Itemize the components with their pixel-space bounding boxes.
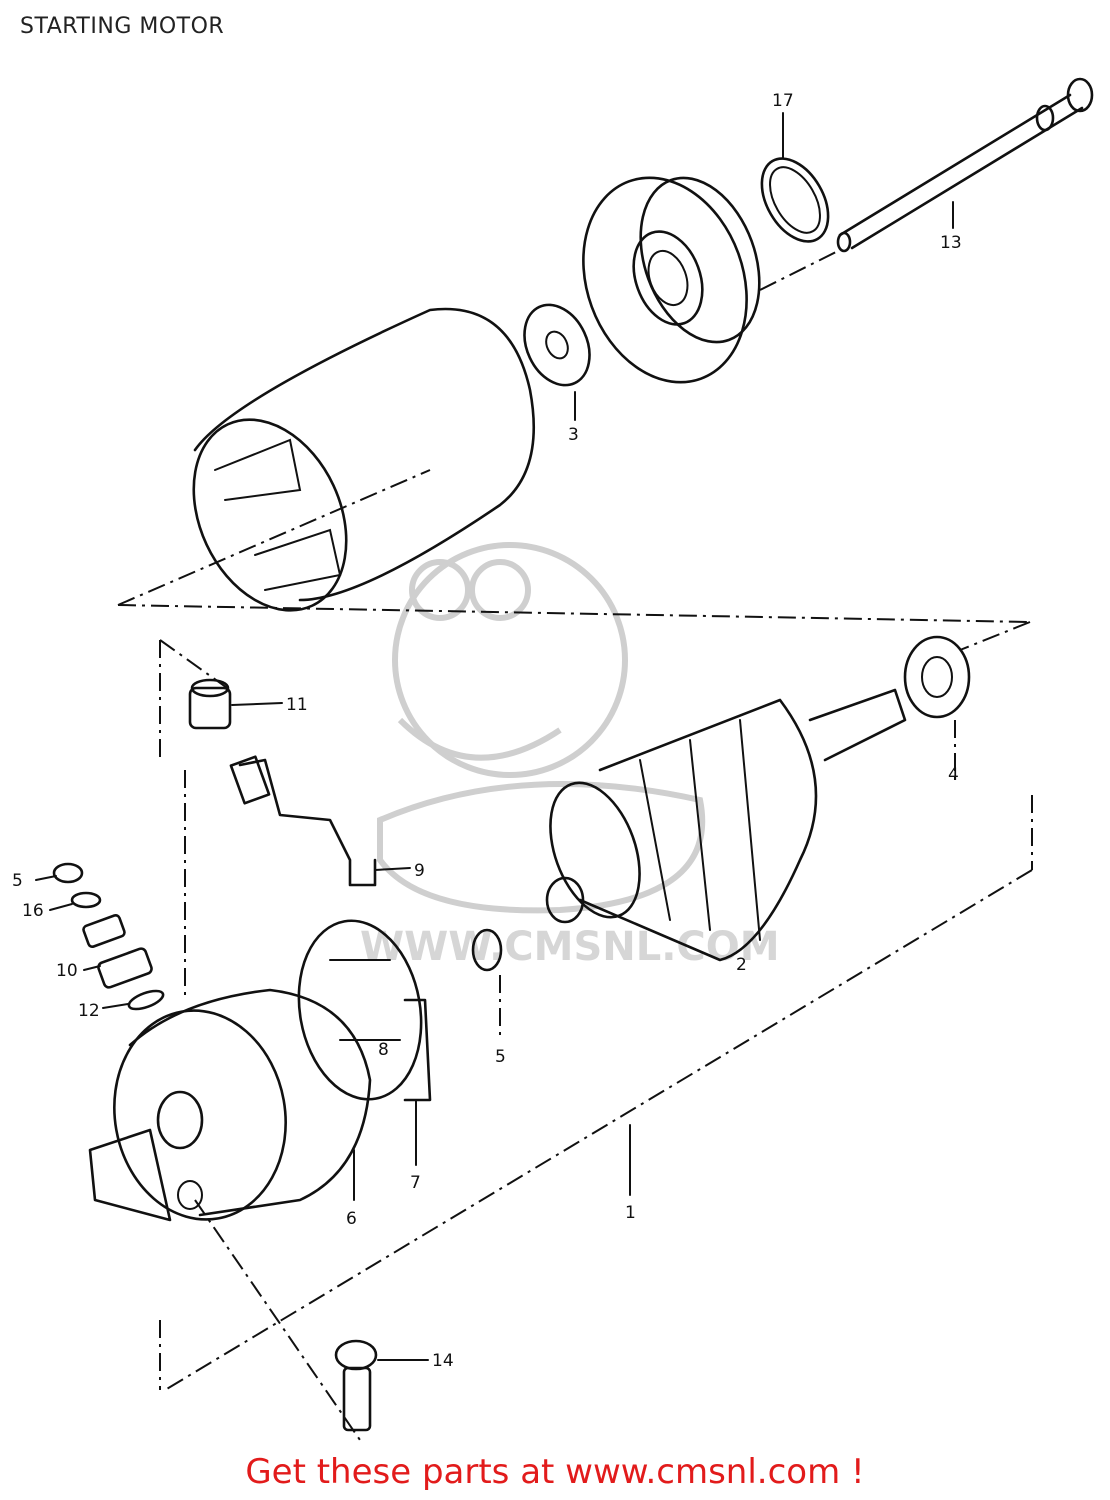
part-label-8: 8 — [378, 1040, 389, 1060]
o-ring-12 — [127, 989, 165, 1011]
washer-5 — [471, 928, 503, 972]
armature-2 — [545, 688, 907, 962]
part-label-10: 10 — [56, 961, 78, 981]
part-label-11: 11 — [286, 695, 308, 715]
part-label-5a: 5 — [12, 871, 23, 891]
part-label-7: 7 — [410, 1173, 421, 1193]
thrust-washer-4 — [903, 635, 971, 719]
nut-5 — [52, 862, 84, 884]
part-label-2: 2 — [736, 955, 747, 975]
through-bolt — [836, 77, 1094, 253]
brush-lead-9 — [229, 755, 377, 887]
watermark-text: WWW.CMSNL.COM — [360, 924, 780, 970]
part-label-5b: 5 — [495, 1047, 506, 1067]
leader-lines — [35, 112, 954, 1361]
part-label-9: 9 — [414, 861, 425, 881]
part-label-16: 16 — [22, 901, 44, 921]
o-ring-7 — [403, 998, 432, 1102]
washer-3 — [523, 303, 591, 387]
page-title: STARTING MOTOR — [20, 14, 225, 39]
o-ring-17 — [760, 157, 830, 243]
part-labels: 17 13 3 11 4 9 5 16 10 12 2 8 5 7 6 1 14 — [12, 91, 962, 1371]
part-label-12: 12 — [78, 1001, 100, 1021]
part-label-4: 4 — [948, 765, 959, 785]
yoke-housing — [192, 307, 536, 612]
washer-16 — [70, 891, 102, 909]
washer-10-a — [82, 913, 126, 949]
part-label-14: 14 — [432, 1351, 454, 1371]
washer-10-b — [97, 947, 153, 989]
part-label-17: 17 — [772, 91, 794, 111]
end-cover-6 — [88, 988, 372, 1222]
assembly-frame — [117, 249, 1033, 1441]
watermark-logo: WWW.CMSNL.COM — [360, 542, 780, 970]
end-bracket — [582, 176, 761, 384]
part-label-1: 1 — [625, 1203, 636, 1223]
parts-shop-link[interactable]: Get these parts at www.cmsnl.com ! — [245, 1452, 865, 1492]
part-label-13: 13 — [940, 233, 962, 253]
part-label-6: 6 — [346, 1209, 357, 1229]
part-label-3: 3 — [568, 425, 579, 445]
bolt-14 — [334, 1339, 378, 1432]
bushing-11 — [188, 678, 232, 730]
